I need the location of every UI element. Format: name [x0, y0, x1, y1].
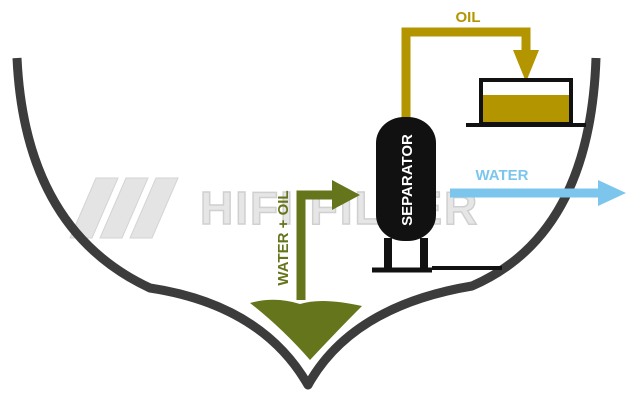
oil-label: OIL	[456, 9, 481, 26]
bilge-mixture	[250, 299, 362, 360]
water-label: WATER	[475, 167, 528, 184]
water-outflow-arrow	[450, 180, 626, 206]
hull-outline	[12, 57, 601, 390]
mixture-inflow-arrow	[296, 180, 360, 300]
oil-outflow-arrow	[401, 27, 539, 118]
oil-tank	[466, 78, 586, 127]
separator-label: SEPARATOR	[399, 134, 416, 226]
separator-unit	[372, 117, 502, 273]
water-oil-label: WATER + OIL	[275, 190, 292, 285]
